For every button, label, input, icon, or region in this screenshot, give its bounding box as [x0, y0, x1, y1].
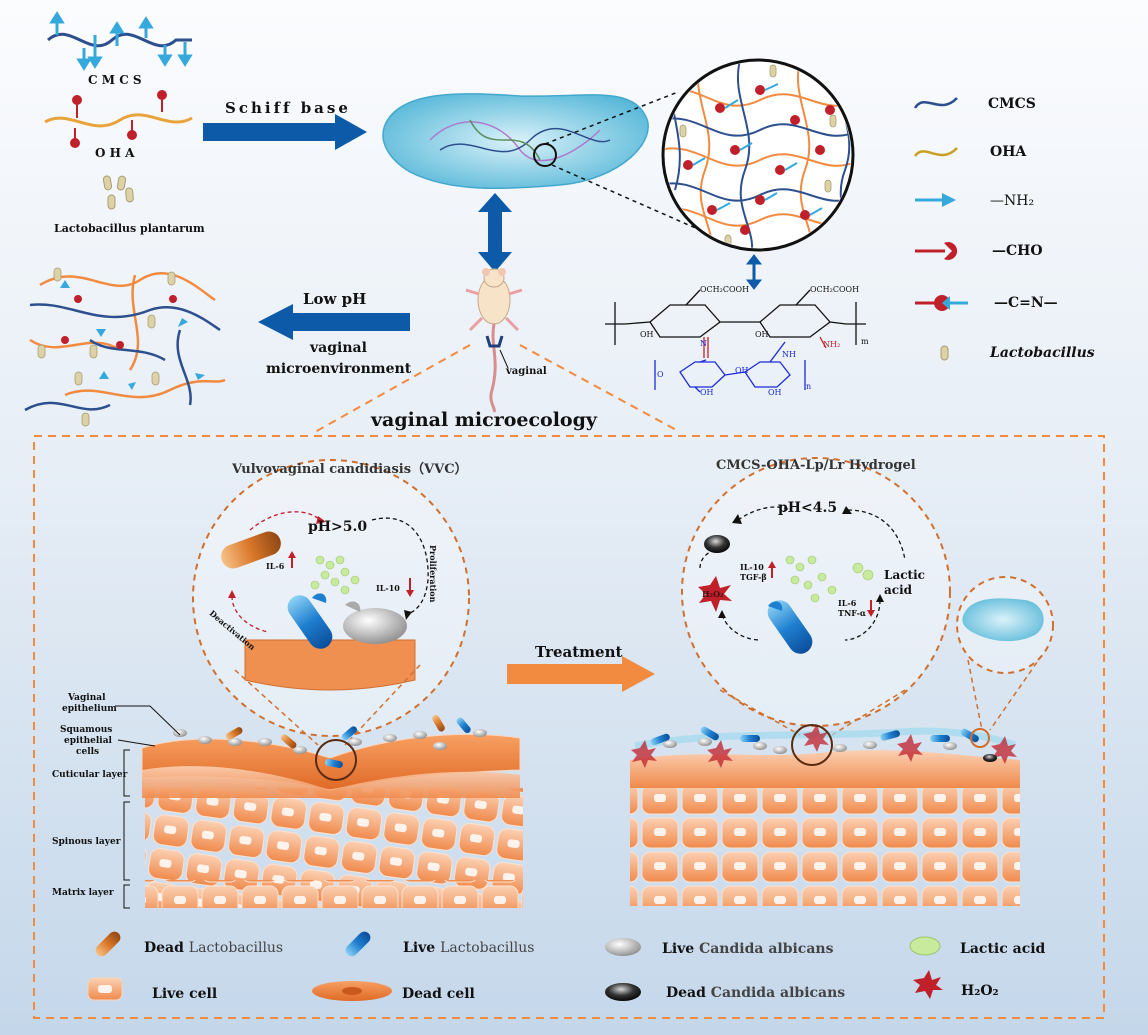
- double-arrow-small: [745, 254, 763, 290]
- hydrogel-small-circle: [956, 576, 1054, 731]
- lactobacillus-icon: [102, 175, 134, 210]
- legend-live-lacto-icon: [345, 931, 371, 957]
- zoom-line: [551, 164, 701, 231]
- layer-matrix: Matrix layer: [52, 888, 114, 898]
- microenvironment-label: microenvironment: [266, 361, 412, 377]
- microecology-title: vaginal microecology: [371, 409, 597, 431]
- layer-vaginal-2: epithelium: [62, 704, 117, 714]
- double-arrow-large: [478, 193, 512, 272]
- chem-o1: O: [657, 370, 664, 379]
- chemical-structure: [605, 289, 866, 358]
- hydrogel-blob-icon: [382, 93, 649, 190]
- hydrogel-il6: IL-6: [838, 598, 857, 608]
- hydrogel-il10: IL-10: [740, 562, 764, 572]
- network-zoom-circle: [661, 58, 855, 252]
- legend-h2o2-icon: [913, 970, 943, 999]
- chem-oh4: OH: [735, 366, 749, 375]
- chem-sub1: OCH₂COOH: [700, 285, 750, 294]
- vvc-circle: [192, 459, 470, 737]
- layer-squamous-1: Squamous: [60, 725, 113, 735]
- legend-lacto-label: Lactobacillus: [990, 345, 1095, 361]
- oha-chain-icon: [44, 90, 193, 148]
- chem-n-sub: n: [806, 382, 812, 391]
- legend-lactic-icon: [909, 936, 941, 956]
- layer-cuticular: Cuticular layer: [52, 770, 128, 780]
- vaginal-label: vaginal: [310, 340, 367, 356]
- legend-cmcs-icon: [913, 97, 958, 109]
- legend-dead-lacto-icon: [95, 931, 121, 957]
- low-ph-label: Low pH: [303, 290, 367, 308]
- legend-dead-cell: Dead cell: [402, 986, 475, 1002]
- legend-cn-label: —C=N—: [994, 295, 1058, 311]
- cmcs-label: C M C S: [88, 73, 142, 87]
- vvc-il10: IL-10: [376, 583, 400, 593]
- connector-line: [519, 344, 681, 433]
- vvc-proliferation: Proliferation: [428, 545, 438, 603]
- schiff-base-label: Schiff base: [225, 99, 351, 117]
- legend-live-candida: Live Candida albicans: [662, 941, 834, 957]
- treatment-arrow: [507, 656, 655, 692]
- mouse-icon: [465, 268, 523, 413]
- hydrogel-lactic-2: acid: [884, 583, 913, 597]
- legend-nh2-icon: [915, 193, 956, 207]
- lactobacillus-label: Lactobacillus plantarum: [54, 222, 205, 235]
- vvc-il6: IL-6: [266, 561, 285, 571]
- chem-oh2: OH: [755, 330, 769, 339]
- low-ph-arrow: [258, 304, 410, 340]
- vvc-tissue: [141, 714, 523, 908]
- chemical-structure-blue: [654, 341, 806, 393]
- connector-line: [314, 344, 471, 433]
- legend-lactic: Lactic acid: [960, 941, 1046, 957]
- cmcs-chain-icon: [46, 11, 193, 71]
- legend-cho-icon: [915, 242, 958, 260]
- legend-oha-icon: [913, 147, 958, 157]
- chem-n: N: [700, 339, 707, 348]
- hydrogel-title: CMCS-OHA-Lp/Lr Hydrogel: [716, 458, 916, 473]
- chem-oh1: OH: [640, 330, 654, 339]
- vvc-ph: pH>5.0: [308, 519, 368, 535]
- legend-live-candida-icon: [605, 938, 641, 956]
- hydrogel-ph: pH<4.5: [778, 500, 838, 516]
- legend-cho-label: —CHO: [992, 243, 1043, 259]
- legend-h2o2: H₂O₂: [961, 983, 999, 999]
- legend-lacto-icon: [940, 345, 949, 361]
- layer-brackets: [115, 705, 181, 909]
- chem-sub2: OCH₂COOH: [810, 285, 860, 294]
- chem-nh2: NH₂: [823, 340, 841, 349]
- mouse-vaginal-label: vaginal: [506, 366, 547, 377]
- chem-nh: NH: [782, 350, 796, 359]
- legend-cn-icon: [915, 295, 968, 311]
- legend-cmcs-label: CMCS: [988, 96, 1036, 112]
- legend-dead-candida: Dead Candida albicans: [666, 985, 846, 1001]
- schiff-base-arrow: [203, 114, 367, 150]
- layer-vaginal-1: Vaginal: [68, 693, 106, 703]
- degraded-network-icon: [24, 267, 226, 427]
- chem-m: m: [861, 337, 869, 346]
- legend-oha-label: OHA: [990, 144, 1027, 160]
- oha-label: O H A: [95, 146, 135, 160]
- hydrogel-lactic-1: Lactic: [884, 568, 925, 582]
- hydrogel-circle: [681, 457, 951, 727]
- legend-live-lacto: Live Lactobacillus: [403, 940, 535, 956]
- hydrogel-tissue: [630, 724, 1020, 906]
- layer-squamous-2: epithelial: [64, 736, 112, 746]
- hydrogel-h2o2: H₂O₂: [702, 589, 724, 599]
- hydrogel-tgf: TGF-β: [740, 572, 767, 582]
- treatment-label: Treatment: [535, 643, 623, 661]
- legend-dead-candida-icon: [605, 983, 641, 1001]
- chem-oh3: OH: [700, 388, 714, 397]
- legend-dead-lacto: Dead Lactobacillus: [144, 940, 284, 956]
- layer-spinous: Spinous layer: [52, 837, 121, 847]
- legend-live-cell: Live cell: [152, 986, 218, 1002]
- layer-squamous-3: cells: [76, 747, 100, 757]
- chem-oh5: OH: [768, 388, 782, 397]
- hydrogel-tnf: TNF-α: [838, 608, 867, 618]
- vvc-title: Vulvovaginal candidiasis（VVC）: [232, 462, 468, 477]
- legend-nh2-label: —NH₂: [990, 193, 1035, 209]
- microecology-box: [33, 435, 1105, 1019]
